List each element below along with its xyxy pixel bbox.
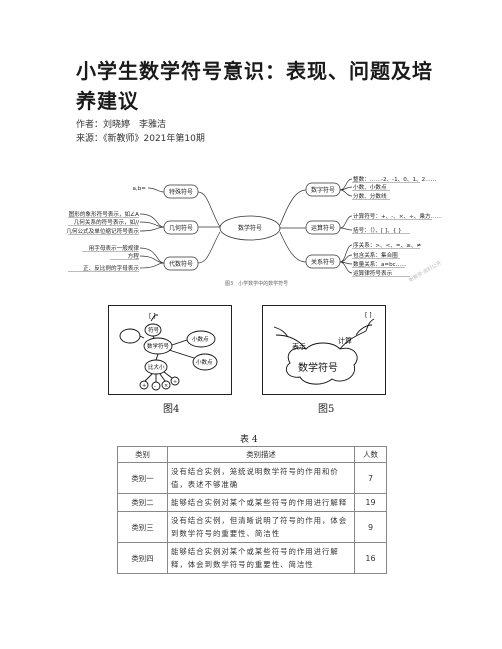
mindmap-figure: 数学符号 特殊符号 几何符号 代数符号 数字符号 运算符号 关系符号 a,b= … bbox=[60, 170, 446, 288]
mindmap-branch-node bbox=[305, 220, 341, 235]
article-title: 小学生数学符号意识：表现、问题及培养建议 bbox=[76, 59, 433, 113]
figure-4-strokes bbox=[119, 314, 218, 391]
figure-4-sketch: [ ] 符号 数学符号 小数点 小数点 比大小 + - × ÷ bbox=[108, 305, 232, 395]
table-cell-description: 能够结合实例对某个或某些符号的作用进行解释 bbox=[167, 493, 355, 512]
mindmap-branch-node bbox=[163, 256, 199, 271]
table-cell-category: 类别一 bbox=[117, 462, 168, 494]
figure-5-word: 计算 bbox=[338, 336, 352, 345]
mindmap-leaf: 计算符号：+、-、×、÷、乘方…… bbox=[353, 212, 442, 220]
table-cell-count: 7 bbox=[354, 462, 387, 494]
mindmap-leaf: 正、反比例的字母表示 bbox=[83, 264, 139, 272]
mindmap-leaf: 包含关系：集合圈 bbox=[353, 251, 398, 259]
figure-4-node: + bbox=[142, 383, 146, 389]
table-cell-category: 类别四 bbox=[117, 542, 168, 574]
mindmap-branch-node bbox=[305, 182, 341, 197]
table-cell-description: 没有结合实例，但清晰说明了符号的作用，体会到数学符号的重要性、简洁性 bbox=[167, 511, 355, 543]
mindmap-leaf: 方程 bbox=[128, 252, 140, 260]
table-row: 类别一 没有结合实例，笼统说明数学符号的作用和价值，表述不够准确 7 bbox=[117, 462, 387, 494]
mindmap-branch-node bbox=[163, 220, 199, 235]
figure-4-node: 数学符号 bbox=[147, 342, 170, 350]
figure-4-node: 符号 bbox=[148, 326, 160, 334]
mindmap-leaf: 图形的象形符号表示，如∠A bbox=[69, 210, 140, 218]
figure-5-sketch: 表示 计算 [ ] 数学符号 bbox=[262, 305, 386, 395]
mindmap-leaf: 运算律符号表示 bbox=[353, 269, 393, 277]
mindmap-branch-label: 几何符号 bbox=[169, 224, 193, 232]
table-row: 类别三 没有结合实例，但清晰说明了符号的作用，体会到数学符号的重要性、简洁性 9 bbox=[117, 511, 387, 543]
mindmap-branch-label: 特殊符号 bbox=[169, 188, 193, 196]
table-caption: 表 4 bbox=[240, 435, 258, 445]
article-source: 来源：《新教师》2021年第10期 bbox=[76, 134, 205, 144]
figure-4-caption: 图4 bbox=[163, 404, 180, 415]
figure-5-word: [ ] bbox=[365, 312, 372, 319]
table-cell-count: 19 bbox=[354, 493, 387, 512]
figure-4-node: ÷ bbox=[173, 379, 177, 385]
mindmap-leaf: a,b= bbox=[133, 186, 147, 192]
category-table: 类别 类别描述 人数 类别一 没有结合实例，笼统说明数学符号的作用和价值，表述不… bbox=[117, 446, 387, 574]
table-row: 类别二 能够结合实例对某个或某些符号的作用进行解释 19 bbox=[117, 493, 387, 512]
mindmap-branch-label: 运算符号 bbox=[311, 224, 335, 232]
mindmap-leaf: 序关系：>、<、=、≥、≠ bbox=[353, 241, 421, 249]
mindmap-center-node bbox=[219, 215, 281, 241]
mindmap-leaf: 数量关系：a=bc…… bbox=[353, 260, 407, 268]
mindmap-leaf: 几何关系的符号表示，如// bbox=[74, 218, 139, 226]
figure-5-strokes bbox=[273, 318, 375, 385]
mindmap-leaf: 分数、分数线 bbox=[353, 192, 387, 200]
table-header-cell: 人数 bbox=[354, 446, 387, 463]
table-header-cell: 类别 bbox=[117, 446, 168, 463]
table-header-cell: 类别描述 bbox=[167, 446, 355, 463]
table-cell-description: 没有结合实例，笼统说明数学符号的作用和价值，表述不够准确 bbox=[167, 462, 355, 494]
mindmap-connectors bbox=[139, 178, 353, 274]
table-cell-count: 9 bbox=[354, 511, 387, 543]
figure-4-node: - bbox=[154, 384, 156, 390]
table-cell-category: 类别三 bbox=[117, 511, 168, 543]
mindmap-branch-label: 关系符号 bbox=[311, 258, 335, 266]
mindmap-leaf-underlines bbox=[68, 182, 432, 277]
article-authors: 作者：刘晓婷 李雅洁 bbox=[76, 120, 167, 130]
figure-5-word: 数学符号 bbox=[298, 361, 338, 374]
figure-4-node: 小数点 bbox=[192, 335, 209, 343]
table-cell-count: 16 bbox=[354, 542, 387, 574]
mindmap-branch-node bbox=[163, 184, 199, 199]
table-row: 类别四 能够结合实例对某个或某些符号的作用进行解释，体会到数学符号的重要性、简洁… bbox=[117, 542, 387, 574]
table-header-row: 类别 类别描述 人数 bbox=[117, 446, 387, 463]
figure-4-node: × bbox=[164, 383, 168, 389]
figure-5-caption: 图5 bbox=[318, 404, 335, 415]
mindmap-center-label: 数学符号 bbox=[238, 224, 262, 232]
figure-5-frame bbox=[262, 305, 386, 395]
figure-5-word: 表示 bbox=[292, 342, 306, 351]
mindmap-caption: 图3 小学数学中的数学符号 bbox=[225, 280, 288, 287]
mindmap-branch-label: 数字符号 bbox=[311, 186, 335, 194]
table-cell-category: 类别二 bbox=[117, 493, 168, 512]
figure-4-node: 小数点 bbox=[196, 358, 213, 366]
mindmap-leaf: 整数：……-2、-1、0、1、2…… bbox=[353, 175, 436, 183]
mindmap-leaf: 用字母表示一般规律 bbox=[89, 244, 140, 252]
table-cell-description: 能够结合实例对某个或某些符号的作用进行解释，体会到数学符号的重要性、简洁性 bbox=[167, 542, 355, 574]
mindmap-leaf: 几何公式及单位缩记符号表示 bbox=[66, 227, 139, 235]
figure-4-node: [ ] bbox=[149, 313, 156, 320]
figure-4-node: 比大小 bbox=[148, 363, 165, 371]
mindmap-branch-label: 代数符号 bbox=[169, 260, 193, 268]
mindmap-leaf: 小数、小数点 bbox=[353, 183, 387, 191]
mindmap-leaf: 括号：（）、[ ]、{ } bbox=[353, 226, 402, 234]
mindmap-branch-node bbox=[305, 254, 341, 269]
